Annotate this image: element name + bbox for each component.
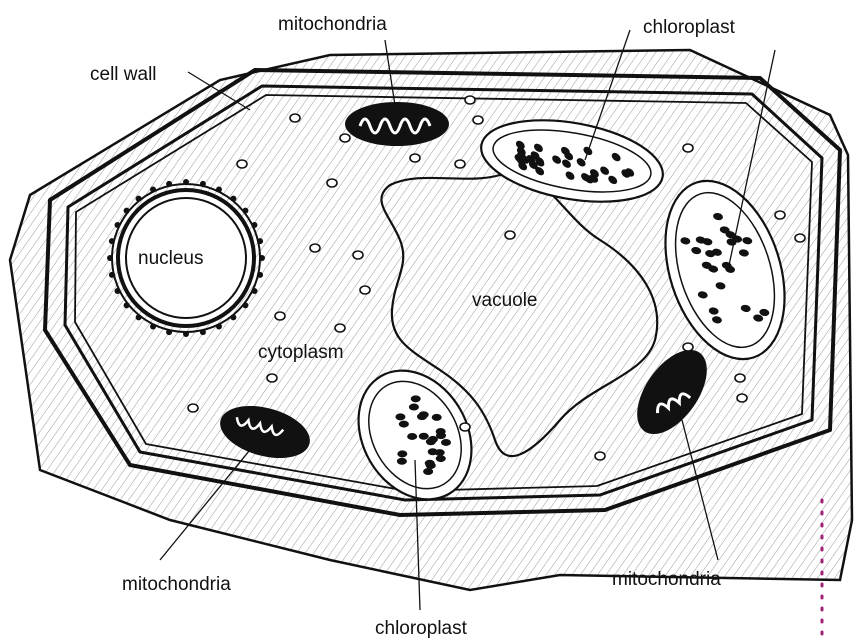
nuclear-pore: [251, 222, 257, 228]
nuclear-pore: [136, 314, 142, 320]
granule: [410, 154, 420, 162]
nuclear-pore: [109, 238, 115, 244]
label-mitochondria-bottom-left: mitochondria: [122, 574, 231, 595]
label-mitochondria-bottom-right: mitochondria: [612, 569, 721, 590]
nuclear-pore: [242, 208, 248, 214]
thylakoid: [407, 433, 417, 440]
thylakoid: [419, 411, 429, 418]
thylakoid: [395, 413, 405, 420]
label-mitochondria-top: mitochondria: [278, 14, 387, 35]
thylakoid: [432, 414, 442, 421]
thylakoid: [397, 450, 407, 457]
nuclear-pore: [242, 302, 248, 308]
thylakoid: [409, 404, 419, 411]
thylakoid: [426, 438, 436, 445]
granule: [340, 134, 350, 142]
granule: [735, 374, 745, 382]
nuclear-pore: [183, 331, 189, 337]
nuclear-pore: [183, 179, 189, 185]
granule: [683, 144, 693, 152]
label-chloroplast-top: chloroplast: [643, 17, 736, 38]
nuclear-pore: [115, 222, 121, 228]
thylakoid: [411, 395, 421, 402]
nuclear-pore: [166, 181, 172, 187]
granule: [353, 251, 363, 259]
thylakoid: [397, 458, 407, 465]
granule: [335, 324, 345, 332]
mitochondrion-top: [345, 102, 449, 146]
granule: [310, 244, 320, 252]
thylakoid: [436, 455, 446, 462]
label-vacuole: vacuole: [472, 290, 538, 311]
nuclear-pore: [136, 196, 142, 202]
nuclear-pore: [150, 323, 156, 329]
thylakoid: [441, 439, 451, 446]
granule: [455, 160, 465, 168]
thylakoid: [436, 432, 446, 439]
granule: [595, 452, 605, 460]
granule: [473, 116, 483, 124]
granule: [327, 179, 337, 187]
granule: [290, 114, 300, 122]
label-cell-wall: cell wall: [90, 64, 157, 85]
nuclear-pore: [200, 329, 206, 335]
nuclear-pore: [251, 288, 257, 294]
nuclear-pore: [200, 181, 206, 187]
granule: [795, 234, 805, 242]
thylakoid: [425, 460, 435, 467]
thylakoid: [399, 421, 409, 428]
granule: [460, 423, 470, 431]
granule: [237, 160, 247, 168]
nuclear-pore: [230, 196, 236, 202]
nuclear-pore: [109, 272, 115, 278]
nuclear-pore: [150, 187, 156, 193]
granule: [737, 394, 747, 402]
granule: [267, 374, 277, 382]
label-cytoplasm: cytoplasm: [258, 342, 344, 363]
nuclear-pore: [230, 314, 236, 320]
nuclear-pore: [124, 208, 130, 214]
nuclear-pore: [124, 302, 130, 308]
nuclear-pore: [257, 272, 263, 278]
granule: [360, 286, 370, 294]
label-chloroplast-bottom: chloroplast: [375, 618, 468, 639]
granule: [188, 404, 198, 412]
nuclear-pore: [216, 323, 222, 329]
granule: [275, 312, 285, 320]
nuclear-pore: [107, 255, 113, 261]
granule: [505, 231, 515, 239]
granule: [683, 343, 693, 351]
nuclear-pore: [257, 238, 263, 244]
nuclear-pore: [115, 288, 121, 294]
thylakoid: [419, 433, 429, 440]
thylakoid: [435, 449, 445, 456]
nuclear-pore: [216, 187, 222, 193]
granule: [465, 96, 475, 104]
nuclear-pore: [259, 255, 265, 261]
label-nucleus: nucleus: [138, 248, 204, 269]
thylakoid: [423, 468, 433, 475]
granule: [775, 211, 785, 219]
nuclear-pore: [166, 329, 172, 335]
